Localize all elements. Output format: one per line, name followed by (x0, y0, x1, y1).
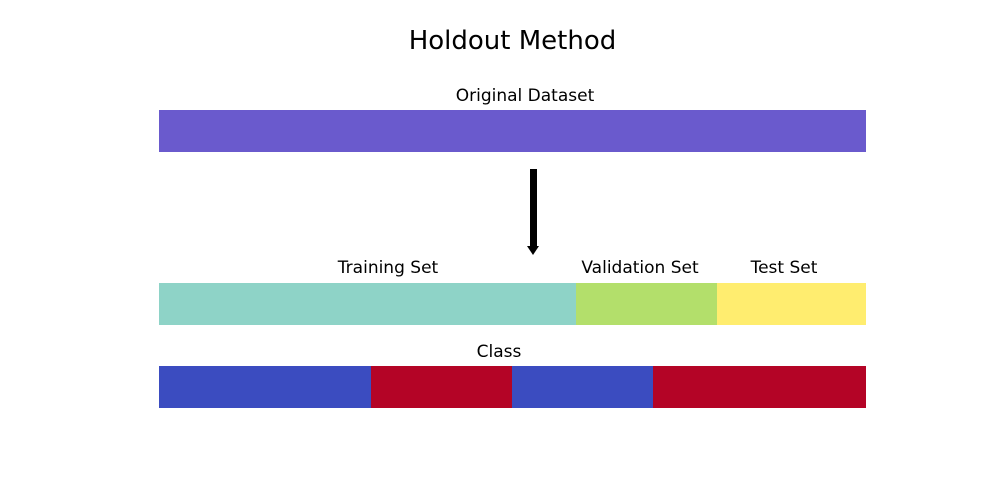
split-arrow-shaft (530, 169, 537, 247)
class-segment-0 (159, 366, 371, 408)
training-set-label: Training Set (337, 258, 439, 278)
original-dataset-bar (159, 110, 866, 152)
original-dataset-label: Original Dataset (455, 86, 595, 106)
class-segment-3 (653, 366, 866, 408)
class-segment-2 (512, 366, 653, 408)
split-segment-0 (159, 283, 576, 325)
class-segment-1 (371, 366, 512, 408)
split-arrow-head (527, 246, 539, 255)
split-segment-2 (717, 283, 866, 325)
diagram-title: Holdout Method (408, 26, 617, 56)
validation-set-label: Validation Set (581, 258, 699, 278)
split-segment-1 (576, 283, 717, 325)
class-label: Class (476, 342, 522, 362)
test-set-label: Test Set (750, 258, 818, 278)
